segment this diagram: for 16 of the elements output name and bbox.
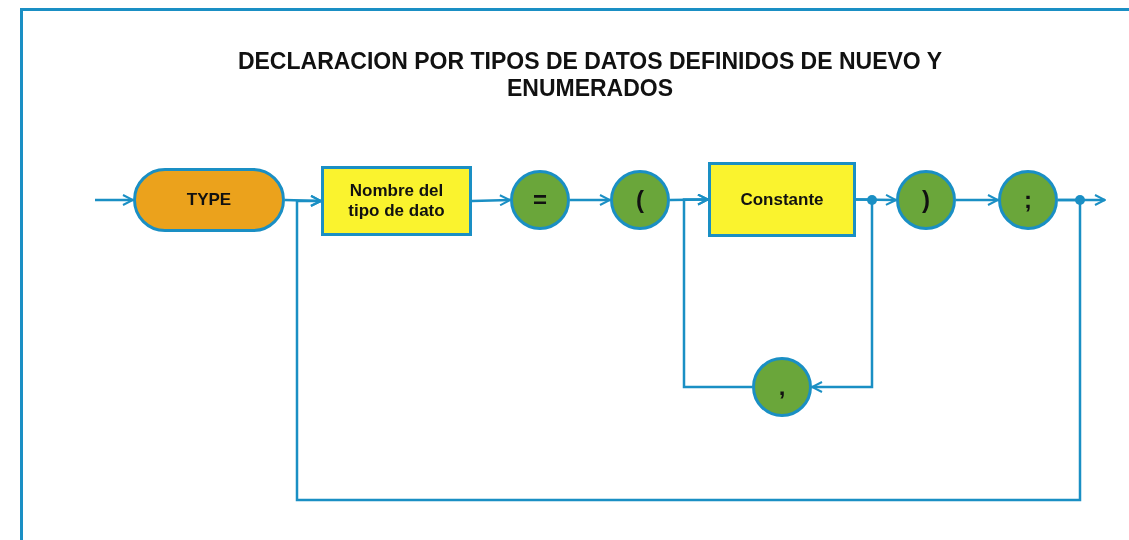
arrow: [95, 194, 134, 206]
arrow: [471, 194, 511, 207]
process-box: Nombre del tipo de dato: [321, 166, 472, 236]
arrow: [682, 193, 752, 389]
arrow: [956, 194, 999, 206]
process-box: Constante: [708, 162, 856, 237]
symbol-circle: =: [510, 170, 570, 230]
terminal-pill: TYPE: [133, 168, 285, 232]
diagram-title: DECLARACION POR TIPOS DE DATOS DEFINIDOS DE NUEVO Y ENUMERADOS: [236, 48, 944, 102]
arrow: [811, 198, 874, 393]
symbol-circle: ;: [998, 170, 1058, 230]
arrow: [295, 195, 1082, 502]
symbol-circle: ): [896, 170, 956, 230]
arrow: [570, 194, 611, 206]
symbol-circle: (: [610, 170, 670, 230]
symbol-circle: ,: [752, 357, 812, 417]
